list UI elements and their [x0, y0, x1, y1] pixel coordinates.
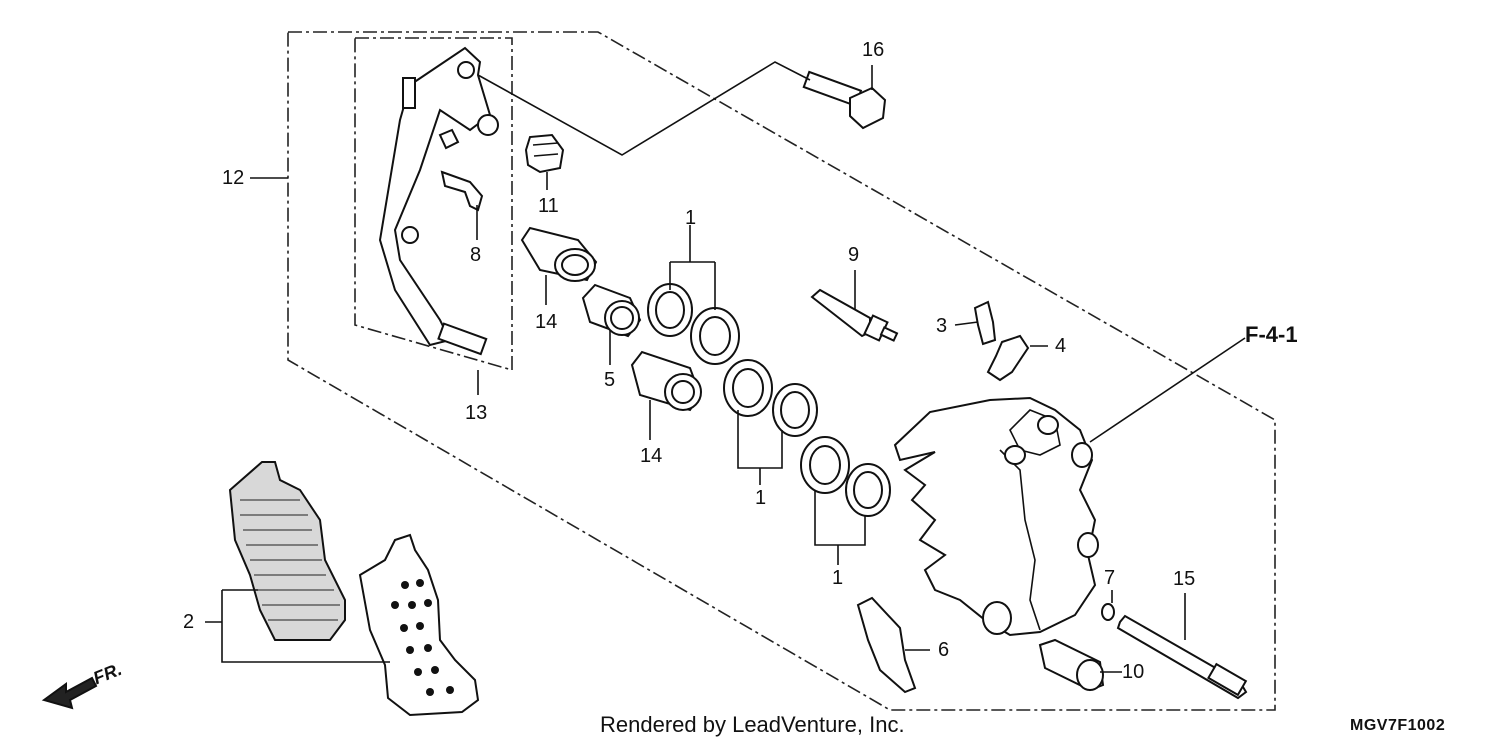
callout-14-lower: 14 [640, 445, 663, 467]
reference-f-4-1[interactable]: F-4-1 [1245, 322, 1298, 347]
front-direction-arrow [41, 676, 98, 710]
seal-set-1-mid [723, 359, 818, 437]
dust-boot-11 [524, 133, 565, 174]
piston-5 [581, 283, 642, 338]
callout-10: 10 [1122, 661, 1145, 683]
callout-12: 12 [222, 167, 245, 189]
callout-2: 2 [183, 611, 195, 633]
callout-6: 6 [938, 639, 950, 661]
callout-16: 16 [862, 39, 885, 61]
diagram-code: MGV7F1002 [1350, 717, 1446, 734]
callout-13: 13 [465, 402, 488, 424]
caliper-body [893, 396, 1099, 637]
brake-pad-2-rear [228, 461, 346, 641]
bracket-outline [354, 37, 513, 372]
assembly-outline [287, 31, 1276, 711]
pin-bolt-15 [1116, 614, 1248, 700]
callout-3: 3 [936, 315, 948, 337]
seal-set-1-top [647, 283, 740, 365]
bolt-10 [1038, 638, 1105, 692]
seal-set-1-low [800, 436, 891, 517]
callout-4: 4 [1055, 335, 1067, 357]
pad-retainer-8 [440, 170, 484, 212]
washer-7 [1101, 603, 1115, 621]
callout-14-upper: 14 [535, 311, 558, 333]
callout-1-mid: 1 [755, 487, 767, 509]
pin-9 [810, 288, 899, 342]
bleeder-cap-4 [986, 334, 1030, 382]
small-clip [438, 128, 460, 150]
bleeder-3 [973, 300, 997, 346]
sleeve-14-upper [520, 226, 598, 282]
bolt-16 [802, 70, 887, 130]
callout-1-low: 1 [832, 567, 844, 589]
callout-8: 8 [470, 244, 482, 266]
callout-7: 7 [1104, 567, 1116, 589]
callout-5: 5 [604, 369, 616, 391]
pad-spring-6 [856, 596, 917, 694]
callout-1-top: 1 [685, 207, 697, 229]
brake-pad-2-front [358, 533, 480, 717]
sleeve-14-lower [630, 350, 702, 412]
callout-9: 9 [848, 244, 860, 266]
leader-lines [205, 61, 1246, 673]
callout-11: 11 [538, 195, 559, 217]
callout-15: 15 [1173, 568, 1196, 590]
caliper-bracket [378, 46, 499, 356]
credit-text: Rendered by LeadVenture, Inc. [600, 712, 905, 737]
